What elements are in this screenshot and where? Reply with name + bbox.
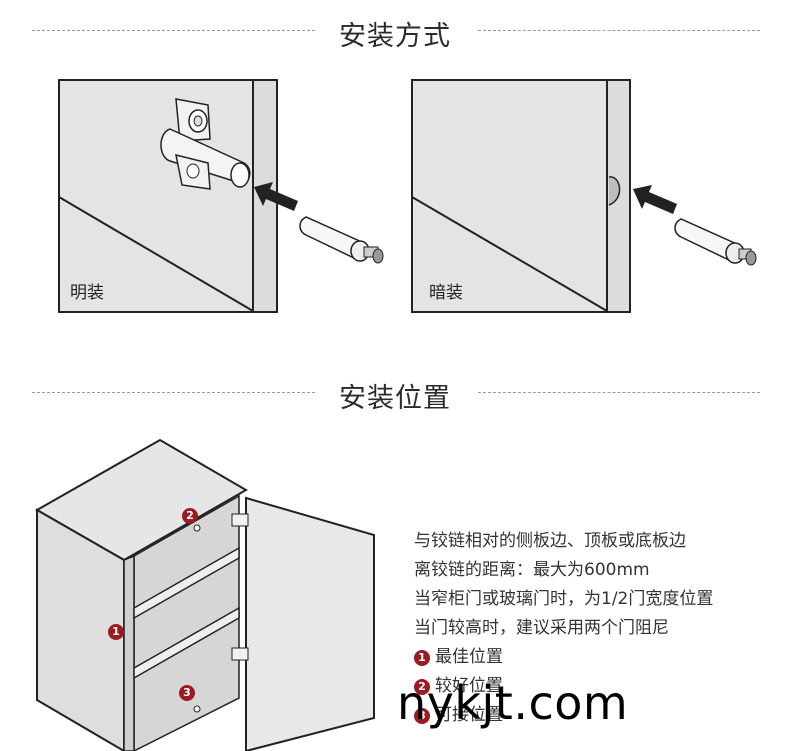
divider-left bbox=[32, 392, 315, 393]
watermark: nykjt.com bbox=[397, 676, 629, 730]
divider-right bbox=[478, 392, 760, 393]
legend-item-acceptable: 3 可接位置 bbox=[414, 701, 713, 730]
section-heading-install-method: 安装方式 bbox=[0, 10, 790, 52]
concealed-mount-illustration bbox=[411, 79, 757, 313]
position-marker-2: 2 bbox=[182, 508, 198, 524]
arrow-icon bbox=[254, 182, 298, 211]
loose-damper-icon bbox=[674, 218, 757, 266]
position-marker-1: 1 bbox=[108, 624, 124, 640]
panel-surface-mount: 明装 bbox=[58, 79, 388, 313]
legend-badge: 2 bbox=[414, 679, 430, 695]
panel-concealed-mount: 暗装 bbox=[411, 79, 761, 313]
hinge-bottom-icon bbox=[231, 647, 249, 661]
drill-hole-icon bbox=[608, 176, 621, 206]
info-line: 与铰链相对的侧板边、顶板或底板边 bbox=[414, 531, 686, 551]
loose-damper-icon bbox=[299, 216, 384, 264]
section-title: 安装方式 bbox=[339, 21, 451, 52]
surface-mount-illustration bbox=[58, 79, 384, 313]
divider-right bbox=[478, 30, 760, 31]
surface-mount-label: 明装 bbox=[70, 283, 104, 303]
position-marker-3: 3 bbox=[179, 685, 195, 701]
section-title: 安装位置 bbox=[339, 383, 451, 414]
arrow-icon bbox=[633, 185, 677, 214]
legend-badge: 1 bbox=[414, 650, 430, 666]
info-line: 当门较高时，建议采用两个门阻尼 bbox=[414, 618, 669, 638]
legend-text: 可接位置 bbox=[435, 705, 503, 725]
cabinet-illustration: 1 2 3 bbox=[34, 438, 379, 751]
legend-text: 最佳位置 bbox=[435, 647, 503, 667]
info-line: 当窄柜门或玻璃门时，为1/2门宽度位置 bbox=[414, 589, 714, 609]
legend-text: 较好位置 bbox=[435, 676, 503, 696]
damper-pin-3 bbox=[193, 705, 201, 713]
concealed-mount-label: 暗装 bbox=[429, 283, 463, 303]
section-heading-install-position: 安装位置 bbox=[0, 372, 790, 414]
legend-item-best: 1 最佳位置 bbox=[414, 643, 713, 672]
legend-badge: 3 bbox=[414, 708, 430, 724]
cabinet-drawing bbox=[34, 438, 375, 751]
install-position-info: 与铰链相对的侧板边、顶板或底板边 离铰链的距离：最大为600mm 当窄柜门或玻璃… bbox=[414, 527, 713, 730]
surface-damper-icon bbox=[160, 98, 251, 190]
damper-pin-2 bbox=[193, 524, 201, 532]
legend-item-good: 2 较好位置 bbox=[414, 672, 713, 701]
info-line: 离铰链的距离：最大为600mm bbox=[414, 560, 650, 580]
hinge-top-icon bbox=[231, 513, 249, 527]
divider-left bbox=[32, 30, 315, 31]
